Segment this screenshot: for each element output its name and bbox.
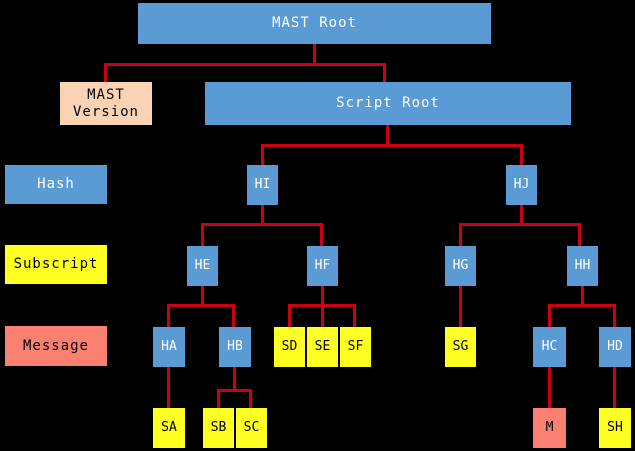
edge-hi-bus [201,223,323,226]
edge-mast-root-to-script-root [383,63,386,83]
edge-hf-bus [288,304,356,307]
edge-hf-to-sd [288,304,291,328]
edge-hj-to-hh [578,223,581,246]
edge-hi-to-he [201,223,204,246]
edge-hb-to-sc [249,389,252,409]
node-hb[interactable]: HB [219,327,251,367]
node-ha[interactable]: HA [153,327,185,367]
edge-hh-to-hd [613,304,616,328]
node-hg[interactable]: HG [445,246,476,286]
edge-hj-stem [520,204,523,225]
edge-mast-root-bus [104,63,386,66]
edge-mast-root-stem [313,43,316,65]
node-hc[interactable]: HC [533,327,566,367]
edge-hf-stem [321,285,324,329]
edge-script-root-to-hi [261,144,264,166]
node-hj[interactable]: HJ [506,165,537,205]
legend-message: Message [5,326,107,366]
edge-hg-to-sg [459,285,462,328]
node-script-root[interactable]: Script Root [205,82,571,125]
legend-subscript: Subscript [5,245,107,284]
edge-script-root-to-hj [520,144,523,166]
edge-he-to-ha [167,304,170,328]
edge-he-to-hb [232,304,235,328]
edge-hh-bus [548,304,615,307]
edge-hb-bus [217,389,252,392]
node-sa[interactable]: SA [153,408,185,448]
node-hh[interactable]: HH [567,246,598,286]
edge-hc-to-m [548,366,551,409]
edge-hf-to-sf [353,304,356,328]
node-sc[interactable]: SC [236,408,267,448]
edge-hi-to-hf [320,223,323,246]
edge-he-bus [167,304,235,307]
node-m[interactable]: M [533,408,566,448]
node-he[interactable]: HE [187,246,218,286]
edge-hi-stem [261,204,264,225]
edge-script-root-bus [261,144,523,147]
edge-hj-bus [459,223,581,226]
node-hi[interactable]: HI [247,165,278,205]
edge-mast-root-to-mast-version [104,63,107,83]
node-se[interactable]: SE [307,327,338,367]
node-mast-root[interactable]: MAST Root [138,3,491,44]
edge-hb-to-sb [217,389,220,409]
node-hf[interactable]: HF [307,246,338,286]
node-sf[interactable]: SF [340,327,371,367]
edge-ha-to-sa [167,366,170,409]
node-sb[interactable]: SB [203,408,234,448]
edge-hb-stem [233,366,236,392]
edge-hh-to-hc [548,304,551,328]
node-sd[interactable]: SD [274,327,305,367]
edge-hd-to-sh [613,366,616,409]
legend-hash: Hash [5,165,107,204]
node-mast-version[interactable]: MAST Version [60,82,152,125]
edge-script-root-stem [386,124,389,146]
edge-hh-stem [581,285,584,306]
node-hd[interactable]: HD [599,327,631,367]
edge-hj-to-hg [459,223,462,246]
node-sh[interactable]: SH [599,408,631,448]
node-sg[interactable]: SG [445,327,476,367]
edge-he-stem [201,285,204,306]
